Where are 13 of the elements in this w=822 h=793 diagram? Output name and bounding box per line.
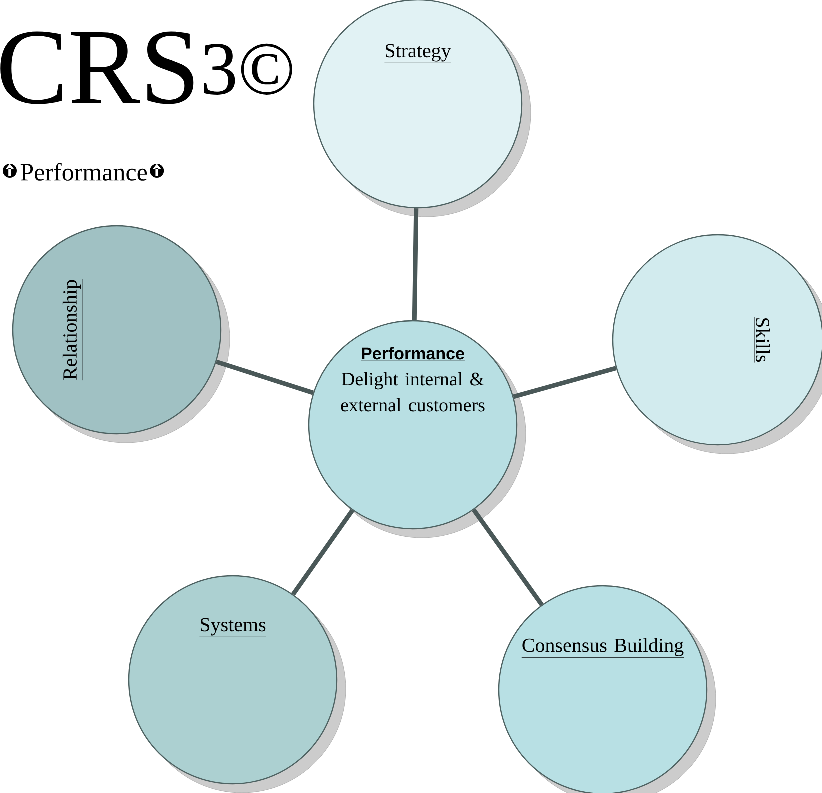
label: Performance [20, 163, 148, 181]
circle-node: Systems [128, 575, 346, 793]
circle-node: Relationship [12, 225, 230, 444]
connector-line [513, 366, 617, 400]
circle-node: Performance Delight internal & external customers [308, 320, 526, 538]
connector-line [216, 360, 314, 396]
connector-line [291, 509, 355, 596]
connector-line [472, 508, 544, 606]
circle-node: Consensus Building [498, 585, 716, 793]
title: CRS$^{3©}$ [0, 32, 292, 104]
circle-node: Skills [612, 234, 822, 454]
connector-line [412, 208, 419, 320]
circle-node: Strategy [313, 0, 532, 218]
